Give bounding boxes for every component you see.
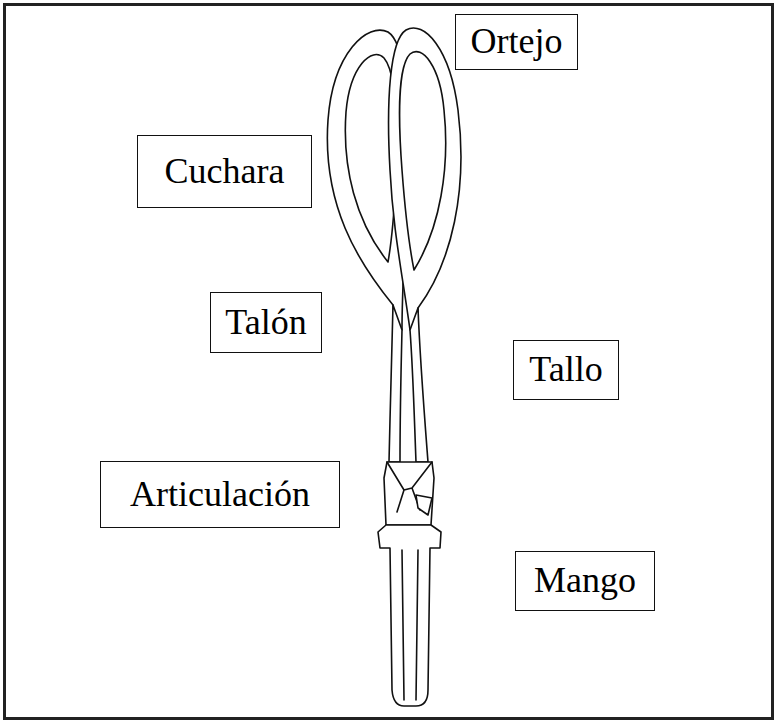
lock: [384, 462, 434, 525]
left-shank: [389, 305, 402, 462]
right-shank: [410, 308, 428, 462]
part-name: Mango: [534, 561, 636, 601]
part-label-box: Articulación: [100, 461, 340, 528]
part-label-box: Ortejo: [455, 14, 578, 70]
part-name: Cuchara: [165, 152, 285, 192]
part-name: Ortejo: [471, 22, 563, 62]
handle: [378, 525, 441, 706]
part-label-box: Talón: [210, 292, 322, 353]
part-name: Tallo: [529, 350, 602, 390]
part-name: Articulación: [130, 475, 310, 515]
part-label-box: Tallo: [513, 340, 619, 400]
part-label-box: Mango: [515, 551, 655, 611]
right-fenestra: [400, 52, 446, 270]
handle-groove: [402, 550, 418, 700]
right-spoon: [389, 28, 461, 330]
part-name: Talón: [225, 303, 306, 343]
part-label-box: Cuchara: [137, 135, 312, 208]
lock-pin: [416, 495, 432, 515]
